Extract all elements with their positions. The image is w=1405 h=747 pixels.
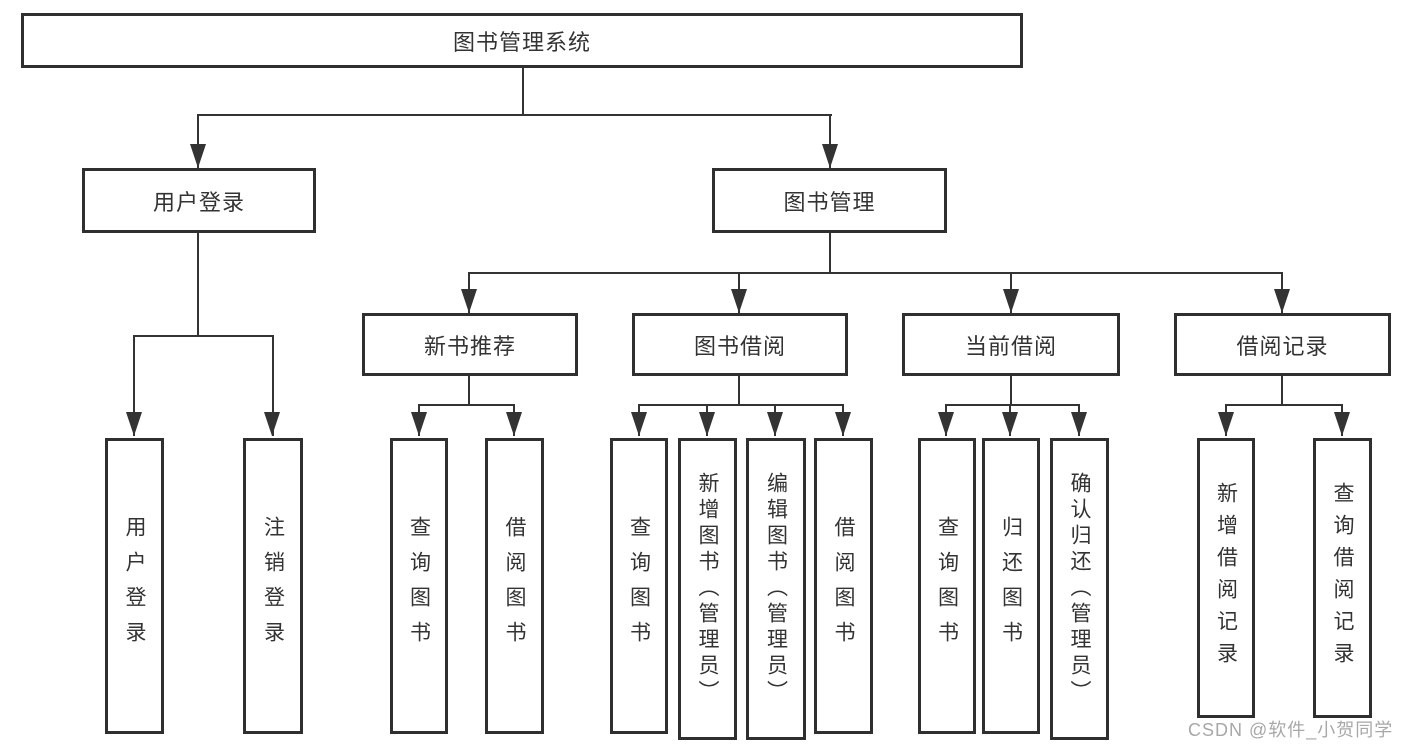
connector-hline — [638, 404, 844, 406]
node-book-management: 图书管理 — [712, 168, 947, 233]
leaf-label: 借阅图书 — [832, 516, 855, 656]
leaf-return-books: 归还图书 — [982, 438, 1040, 734]
node-label: 用户登录 — [152, 189, 245, 215]
connector-vline — [197, 114, 199, 168]
leaf-logout-login: 注销登录 — [243, 438, 303, 734]
arrowhead-down-icon — [506, 412, 522, 436]
connector-vline — [1010, 376, 1012, 406]
node-current-borrowing: 当前借阅 — [902, 313, 1120, 376]
node-label: 图书借阅 — [693, 333, 786, 359]
leaf-label: 借阅图书 — [503, 516, 526, 656]
arrowhead-down-icon — [264, 412, 280, 436]
leaf-label: 用户登录 — [123, 516, 146, 656]
node-label: 当前借阅 — [964, 333, 1057, 359]
connector-vline — [829, 114, 831, 168]
connector-hline — [1225, 404, 1343, 406]
leaf-label: 查询图书 — [935, 516, 959, 656]
node-label: 图书管理 — [783, 189, 876, 215]
connector-vline — [468, 376, 470, 406]
leaf-label: 新增借阅记录 — [1214, 482, 1238, 674]
leaf-label: 查询图书 — [407, 516, 431, 656]
leaf-query-borrow-record: 查询借阅记录 — [1313, 438, 1372, 718]
arrowhead-down-icon — [835, 412, 851, 436]
connector-vline — [738, 376, 740, 406]
arrowhead-down-icon — [938, 412, 954, 436]
connector-hline — [197, 114, 832, 116]
node-library-management-system: 图书管理系统 — [21, 13, 1023, 68]
arrowhead-down-icon — [1071, 412, 1087, 436]
arrowhead-down-icon — [631, 412, 647, 436]
arrowhead-down-icon — [699, 412, 715, 436]
leaf-add-borrow-record: 新增借阅记录 — [1197, 438, 1255, 718]
node-label: 借阅记录 — [1236, 333, 1329, 359]
leaf-label: 确认归还（管理员） — [1068, 472, 1091, 706]
leaf-query-books-current: 查询图书 — [918, 438, 976, 734]
connector-vline — [1281, 376, 1283, 406]
arrowhead-down-icon — [731, 289, 747, 313]
leaf-borrow-books-recommend: 借阅图书 — [485, 438, 544, 734]
arrowhead-down-icon — [190, 144, 206, 168]
arrowhead-down-icon — [411, 412, 427, 436]
connector-hline — [418, 404, 515, 406]
connector-hline — [945, 404, 1080, 406]
arrowhead-down-icon — [1334, 412, 1350, 436]
node-label: 新书推荐 — [423, 333, 516, 359]
connector-vline — [197, 233, 199, 337]
node-user-login: 用户登录 — [82, 168, 316, 233]
connector-hline — [468, 272, 1283, 274]
leaf-query-books-recommend: 查询图书 — [390, 438, 448, 734]
node-book-borrowing: 图书借阅 — [632, 313, 848, 376]
arrowhead-down-icon — [767, 412, 783, 436]
node-label: 图书管理系统 — [452, 29, 591, 55]
node-borrowing-records: 借阅记录 — [1174, 313, 1391, 376]
arrowhead-down-icon — [1218, 412, 1234, 436]
connector-vline — [829, 233, 831, 274]
arrowhead-down-icon — [461, 289, 477, 313]
connector-vline — [522, 68, 524, 115]
leaf-label: 注销登录 — [261, 516, 285, 656]
leaf-edit-books-admin: 编辑图书（管理员） — [746, 438, 806, 740]
leaf-label: 新增图书（管理员） — [696, 472, 719, 706]
leaf-confirm-return-admin: 确认归还（管理员） — [1050, 438, 1109, 740]
leaf-label: 查询借阅记录 — [1331, 482, 1354, 674]
connector-vline — [133, 335, 135, 436]
arrowhead-down-icon — [822, 144, 838, 168]
leaf-borrow-books: 借阅图书 — [814, 438, 873, 734]
leaf-label: 查询图书 — [627, 516, 651, 656]
leaf-add-books-admin: 新增图书（管理员） — [678, 438, 737, 740]
node-new-book-recommendation: 新书推荐 — [362, 313, 578, 376]
connector-hline — [133, 335, 274, 337]
watermark: CSDN @软件_小贺同学 — [1188, 720, 1394, 740]
leaf-label: 归还图书 — [999, 516, 1023, 656]
leaf-user-login: 用户登录 — [105, 438, 164, 734]
leaf-label: 编辑图书（管理员） — [764, 472, 788, 706]
connector-vline — [272, 335, 274, 436]
arrowhead-down-icon — [1003, 289, 1019, 313]
arrowhead-down-icon — [126, 412, 142, 436]
arrowhead-down-icon — [1002, 412, 1018, 436]
arrowhead-down-icon — [1274, 289, 1290, 313]
leaf-query-books-borrow: 查询图书 — [610, 438, 668, 734]
